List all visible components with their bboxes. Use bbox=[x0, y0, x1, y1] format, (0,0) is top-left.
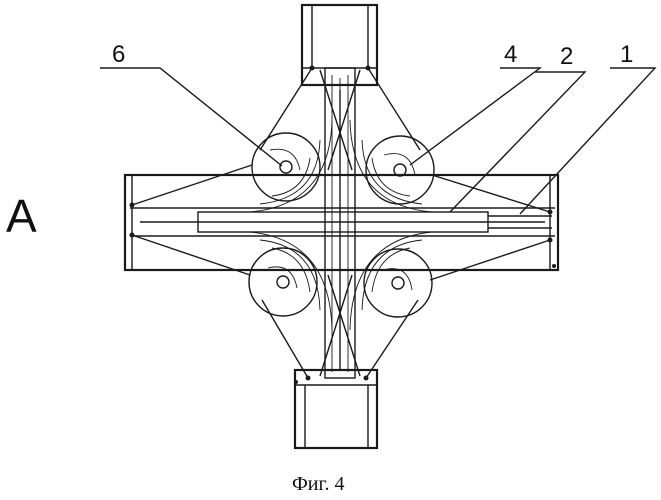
curved-guides bbox=[250, 120, 432, 330]
view-label: A bbox=[6, 190, 37, 242]
pulley-lower-left bbox=[249, 248, 317, 316]
vertical-arm-bottom bbox=[295, 370, 377, 448]
callout-1: 1 bbox=[620, 41, 633, 68]
callout-2: 2 bbox=[560, 43, 573, 70]
callout-4: 4 bbox=[504, 41, 517, 68]
callout-6: 6 bbox=[112, 41, 125, 68]
tension-cables bbox=[132, 68, 550, 378]
pulley-lower-right bbox=[364, 249, 432, 317]
leader-lines bbox=[100, 68, 655, 214]
figure-caption: Фиг. 4 bbox=[292, 473, 344, 495]
pulley-upper-left bbox=[252, 133, 320, 201]
vertical-arm-top bbox=[302, 5, 377, 85]
anchor-points bbox=[130, 66, 557, 385]
